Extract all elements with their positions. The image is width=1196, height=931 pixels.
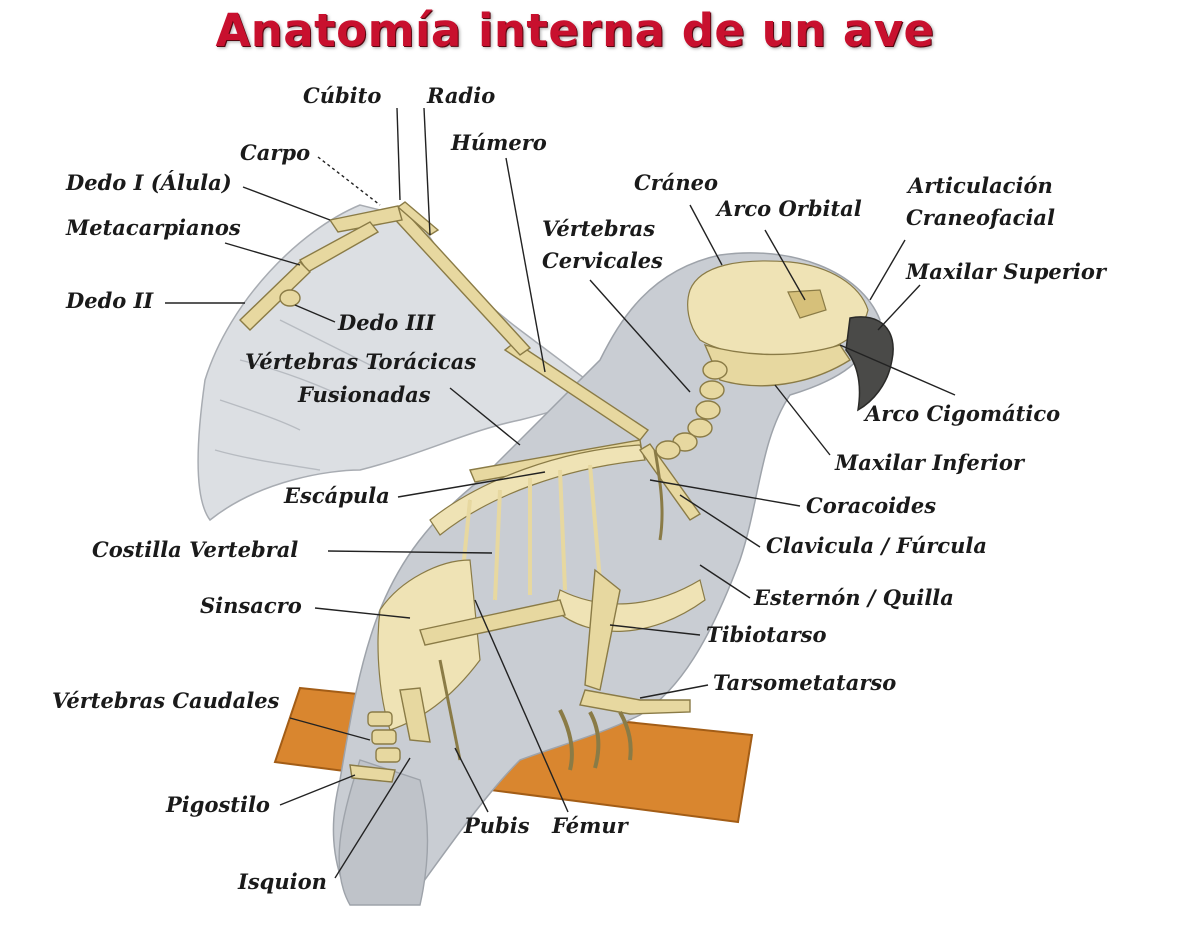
label-vertebras-cervicales-1: Vértebras bbox=[542, 216, 655, 241]
label-sinsacro: Sinsacro bbox=[200, 593, 302, 618]
label-vertebras-toracicas-2: Fusionadas bbox=[297, 382, 431, 407]
label-craneo: Cráneo bbox=[634, 170, 718, 195]
label-vertebras-caudales: Vértebras Caudales bbox=[52, 688, 280, 713]
label-isquion: Isquion bbox=[237, 869, 327, 894]
label-cubito: Cúbito bbox=[303, 83, 381, 108]
label-arco-cigomatico: Arco Cigomático bbox=[863, 401, 1060, 426]
label-articulacion-1: Articulación bbox=[906, 173, 1053, 198]
label-pigostilo: Pigostilo bbox=[165, 792, 270, 817]
label-dedo-2: Dedo II bbox=[65, 288, 154, 313]
label-metacarpianos: Metacarpianos bbox=[65, 215, 241, 240]
label-articulacion-2: Craneofacial bbox=[906, 205, 1055, 230]
diagram-title: Anatomía interna de un ave bbox=[0, 4, 1150, 57]
label-escapula: Escápula bbox=[283, 483, 390, 508]
label-carpo: Carpo bbox=[240, 140, 310, 165]
label-pubis: Pubis bbox=[463, 813, 530, 838]
label-dedo-1: Dedo I (Álula) bbox=[65, 170, 232, 195]
label-vertebras-toracicas-1: Vértebras Torácicas bbox=[245, 349, 476, 374]
label-dedo-3: Dedo III bbox=[337, 310, 436, 335]
label-costilla-vertebral: Costilla Vertebral bbox=[92, 537, 298, 562]
label-femur: Fémur bbox=[551, 813, 630, 838]
label-humero: Húmero bbox=[450, 130, 547, 155]
label-tarsometatarso: Tarsometatarso bbox=[713, 670, 896, 695]
label-maxilar-superior: Maxilar Superior bbox=[905, 259, 1108, 284]
label-arco-orbital: Arco Orbital bbox=[715, 196, 862, 221]
label-clavicula: Clavicula / Fúrcula bbox=[766, 533, 987, 558]
label-coracoides: Coracoides bbox=[806, 493, 936, 518]
label-esternon: Esternón / Quilla bbox=[753, 585, 954, 610]
digit-three-bone bbox=[280, 290, 300, 306]
label-tibiotarso: Tibiotarso bbox=[706, 622, 826, 647]
label-radio: Radio bbox=[426, 83, 495, 108]
label-vertebras-cervicales-2: Cervicales bbox=[542, 248, 663, 273]
label-maxilar-inferior: Maxilar Inferior bbox=[834, 450, 1026, 475]
